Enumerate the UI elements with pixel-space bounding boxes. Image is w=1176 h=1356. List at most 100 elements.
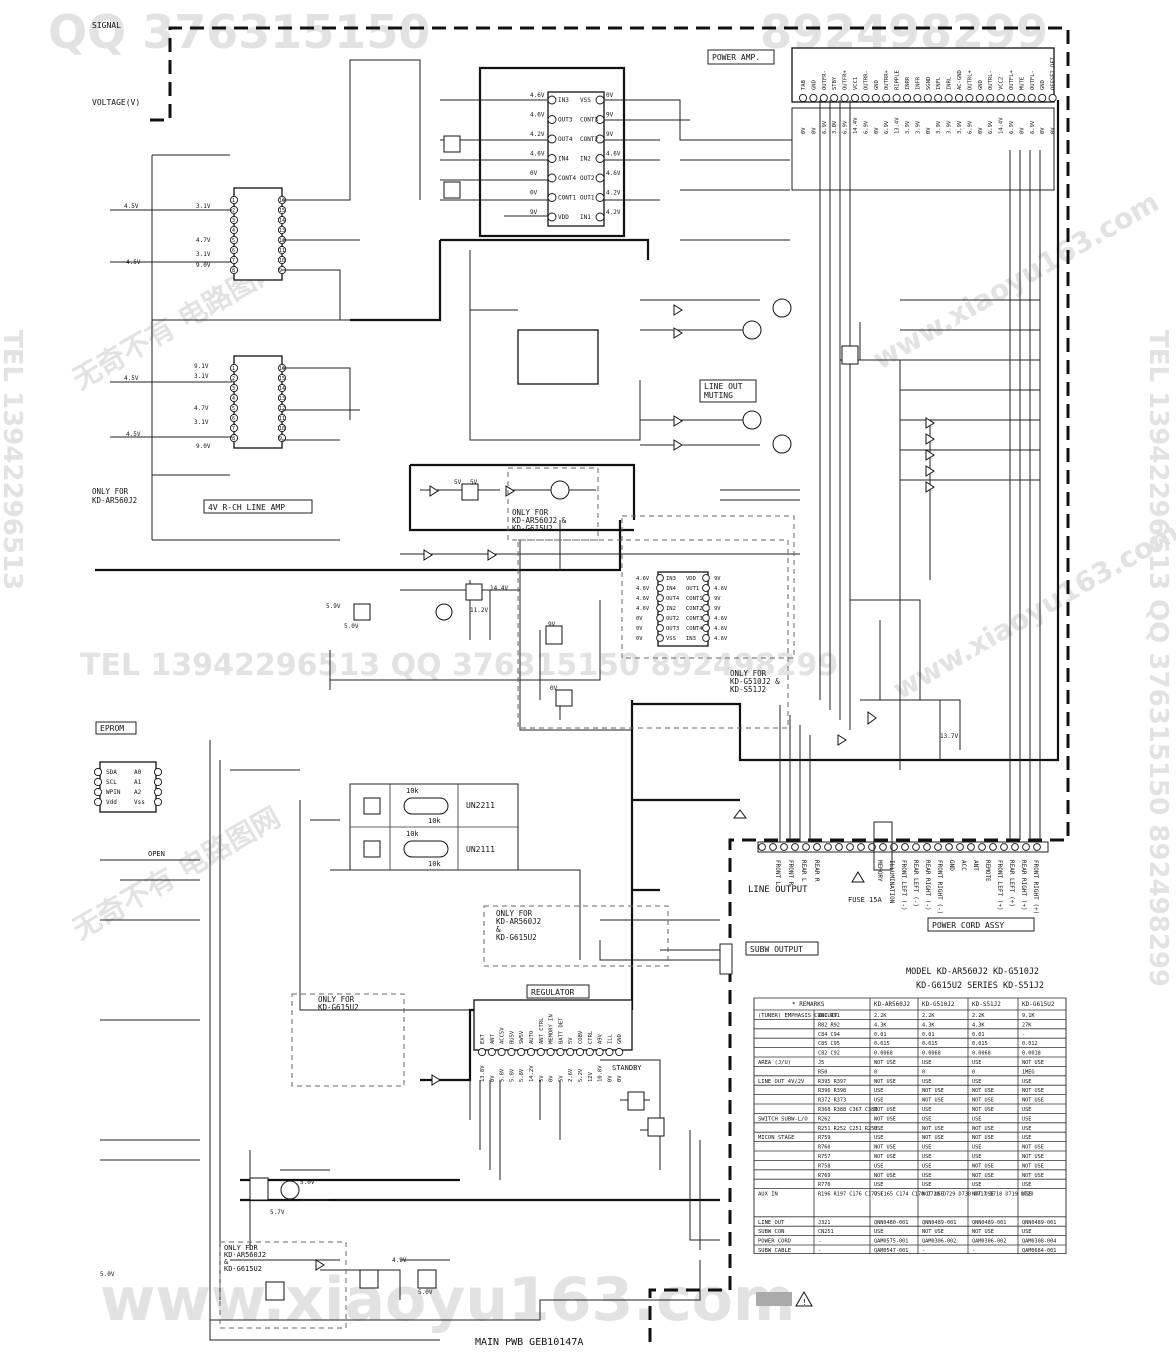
regulator-pins: EXT13.8VANT0VACC5V5.8VBU5V5.8VSW5V5.8VAU…: [477, 1014, 624, 1082]
remarks-value: USE: [972, 1182, 981, 1188]
remarks-value: NOT USE: [874, 1079, 896, 1085]
subw-output-label: SUBW OUTPUT: [750, 945, 803, 954]
watermark-cn4: 无奇不有 电路图网: [67, 801, 286, 946]
opamp-pin-num: 6: [232, 416, 235, 422]
ic-top-pin-left-volt: 4.6V: [530, 112, 545, 119]
remarks-group: LINE OUT: [758, 1220, 785, 1226]
opamp-pin-left: [229, 195, 239, 205]
remarks-parts: R196 R197 C176 C177 C165 C174 C178 D728 …: [818, 1192, 1034, 1198]
regulator-pin-volt: 5.8V: [500, 1068, 506, 1082]
remarks-value: 27K: [1022, 1022, 1032, 1028]
connector-pin: [846, 843, 854, 851]
power-amp-pin-name: AC-GND: [957, 70, 963, 90]
remarks-parts: R251 R252 C251 R250: [818, 1126, 877, 1132]
remarks-value: NOT USE: [972, 1088, 994, 1094]
remarks-value: 1MEG: [1022, 1069, 1035, 1075]
opamp-pin-num: 12: [279, 406, 285, 412]
opamp-ic-2: [233, 355, 283, 449]
power-amp-ic: [791, 47, 1055, 103]
remarks-value: NOT USE: [972, 1229, 994, 1235]
ic-top-pin-right-name: OUT2: [580, 175, 595, 182]
caution-swatch: [756, 1292, 792, 1306]
misc-voltage-label: 5V: [454, 479, 462, 486]
remarks-value: NOT USE: [972, 1163, 994, 1169]
misc-voltage-label: 9.1V: [194, 363, 209, 370]
remarks-value: 0.0018: [1022, 1051, 1041, 1057]
remarks-value: -: [972, 1248, 975, 1254]
ic-mid-pin-right: [702, 604, 710, 612]
ic-mid-pin-right: [702, 624, 710, 632]
remarks-value: NOT USE: [1022, 1145, 1044, 1151]
regulator-pin-name: AUTO: [529, 1031, 535, 1044]
power-amp-pin-name: OUTRL-: [988, 70, 994, 90]
power-amp-pin-name: VCC2: [999, 77, 1005, 90]
remarks-parts: C84 C94: [818, 1032, 840, 1038]
connector-pin: [857, 843, 865, 851]
opamp-ic-1: [233, 187, 283, 281]
regulator-pin-name: ACC5V: [500, 1027, 506, 1044]
remarks-value: USE: [1022, 1229, 1031, 1235]
power-amp-pin: [1017, 93, 1026, 103]
remarks-value: USE: [922, 1079, 931, 1085]
power-amp-pin: [798, 93, 808, 103]
remarks-value: QNN0489-001: [972, 1220, 1006, 1226]
remarks-group: POWER CORD: [758, 1239, 791, 1245]
eeprom-pin-left-name: SCL: [106, 779, 117, 786]
remarks-value: QNN0489-001: [922, 1220, 956, 1226]
ic-mid-pin-right-volt: 4.6V: [714, 626, 728, 632]
power-amp-pin-volt: 6.9V: [967, 120, 973, 134]
remarks-parts: R758: [818, 1163, 831, 1169]
only-ar560-g615-box-b: [483, 905, 669, 967]
line-out-muting-box: [699, 379, 757, 403]
opamp-pin-num: 8: [232, 268, 235, 274]
remarks-parts: R757: [818, 1154, 831, 1160]
regulator-pin-volt: 12V: [588, 1071, 594, 1082]
power-amp-pin: [965, 93, 974, 103]
remarks-parts: R372 R373: [818, 1098, 846, 1104]
opamp-pin-num: 14: [279, 218, 285, 224]
ic-top-pin-left: [547, 115, 557, 124]
remarks-parts: -: [818, 1248, 821, 1254]
ic-top-pin-right-volt: 4.6V: [606, 151, 621, 158]
ic-mid-pin-right-volt: 9V: [714, 596, 721, 602]
remarks-value: USE: [922, 1116, 931, 1122]
remarks-group: SUBW CABLE: [758, 1248, 791, 1254]
ic-mid-pin-right: [702, 614, 710, 622]
opamp-pin-right: [277, 225, 287, 235]
power-amp-pin-volt: 0V: [874, 127, 880, 134]
eeprom-pin-right: [153, 797, 163, 807]
remarks-value: NOT USE: [1022, 1173, 1044, 1179]
eeprom-pin-right-name: A0: [134, 769, 142, 776]
watermark-cn2: www.xiaoyu163.com: [867, 185, 1165, 376]
power-amp-pin-name: OUTRL+: [967, 69, 973, 90]
connector-pin: [1011, 843, 1019, 851]
remarks-value: NOT USE: [1022, 1098, 1044, 1104]
watermark-side-right: TEL 13942296513 QQ 376315150 892498299: [1143, 330, 1173, 987]
remarks-value: 0: [922, 1069, 925, 1075]
main-pwb-label: MAIN PWB GEB10147A: [475, 1337, 583, 1348]
ic-mid-pin-left-volt: 4.6V: [636, 606, 650, 612]
ic-mid-pin-left-name: IN4: [666, 586, 677, 592]
remarks-parts: R770: [818, 1182, 831, 1188]
power-amp-pin-volt: 6.9V: [884, 120, 890, 134]
remarks-value: USE: [922, 1163, 931, 1169]
ic-mid-pin-right-volt: 9V: [714, 606, 721, 612]
ic-mid-pin-right-name: CONT4: [686, 626, 703, 632]
power-amp-pin-volt: 3.9V: [936, 120, 942, 134]
opamp-pin-num: 1: [232, 198, 235, 204]
remarks-value: USE: [874, 1182, 883, 1188]
opamp-pin-num: 12: [279, 238, 285, 244]
power-amp-pin: [850, 93, 860, 103]
remarks-header: KD-G510J2: [922, 1001, 955, 1008]
power-cord-wire: ANT: [972, 860, 979, 871]
remarks-value: USE: [972, 1154, 981, 1160]
remarks-value: NOT USE: [1022, 1088, 1044, 1094]
power-amp-pin: [819, 93, 828, 103]
eeprom-pin-right-name: Vss: [134, 799, 145, 806]
power-amp-pin: [892, 93, 901, 103]
opamp-pin-right: [277, 393, 287, 403]
tr2-r-bot: 10k: [428, 860, 441, 868]
remarks-value: 0.01: [874, 1032, 887, 1038]
ic-top-pin-right-volt: 4.6V: [606, 170, 621, 177]
